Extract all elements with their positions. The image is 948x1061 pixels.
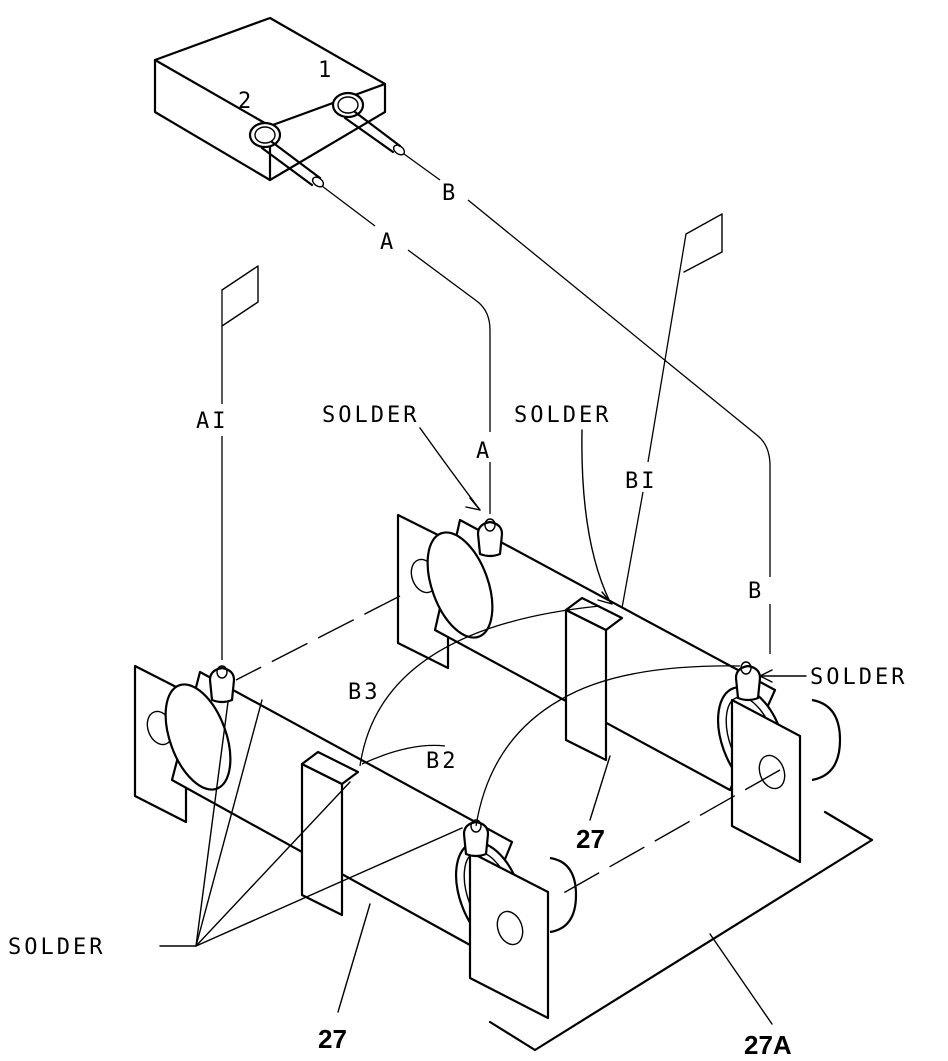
wire-b1: BI bbox=[621, 213, 723, 609]
wire-label-b-lower: B bbox=[748, 579, 764, 604]
ref-label-27a: 27A bbox=[744, 1030, 792, 1060]
wire-a1: AI bbox=[196, 265, 259, 660]
pin-label-2: 2 bbox=[238, 89, 254, 114]
solder-label-right: SOLDER bbox=[810, 665, 907, 690]
solder-label-bottom-left: SOLDER bbox=[8, 935, 105, 960]
wire-b: B B bbox=[403, 153, 771, 654]
wire-label-b: B bbox=[442, 181, 458, 206]
pin-label-1: 1 bbox=[318, 58, 334, 83]
connector-block: 2 1 bbox=[153, 16, 406, 188]
ref-label-27-front: 27 bbox=[318, 1024, 347, 1054]
solder-label-top-left: SOLDER bbox=[322, 403, 419, 428]
solder-label-top-right: SOLDER bbox=[514, 403, 611, 428]
wire-label-a1: AI bbox=[196, 409, 229, 434]
base-plate bbox=[488, 810, 874, 1052]
wire-a: A A bbox=[321, 185, 492, 514]
resistor-rear bbox=[396, 513, 842, 864]
wire-label-b1: BI bbox=[625, 469, 658, 494]
ref-label-27-rear: 27 bbox=[576, 824, 605, 854]
alignment-lines bbox=[235, 595, 781, 896]
reference-callouts: 27 27 27A bbox=[318, 755, 792, 1060]
resistor-front bbox=[133, 664, 578, 1020]
solder-callouts: SOLDER SOLDER SOLDER SOLDER bbox=[8, 403, 907, 960]
wire-label-a: A bbox=[380, 230, 396, 255]
jumper-wires: B3 B2 bbox=[348, 605, 741, 827]
wire-label-a-lower: A bbox=[476, 439, 492, 464]
wire-label-b2: B2 bbox=[426, 749, 459, 774]
wire-label-b3: B3 bbox=[348, 680, 381, 705]
